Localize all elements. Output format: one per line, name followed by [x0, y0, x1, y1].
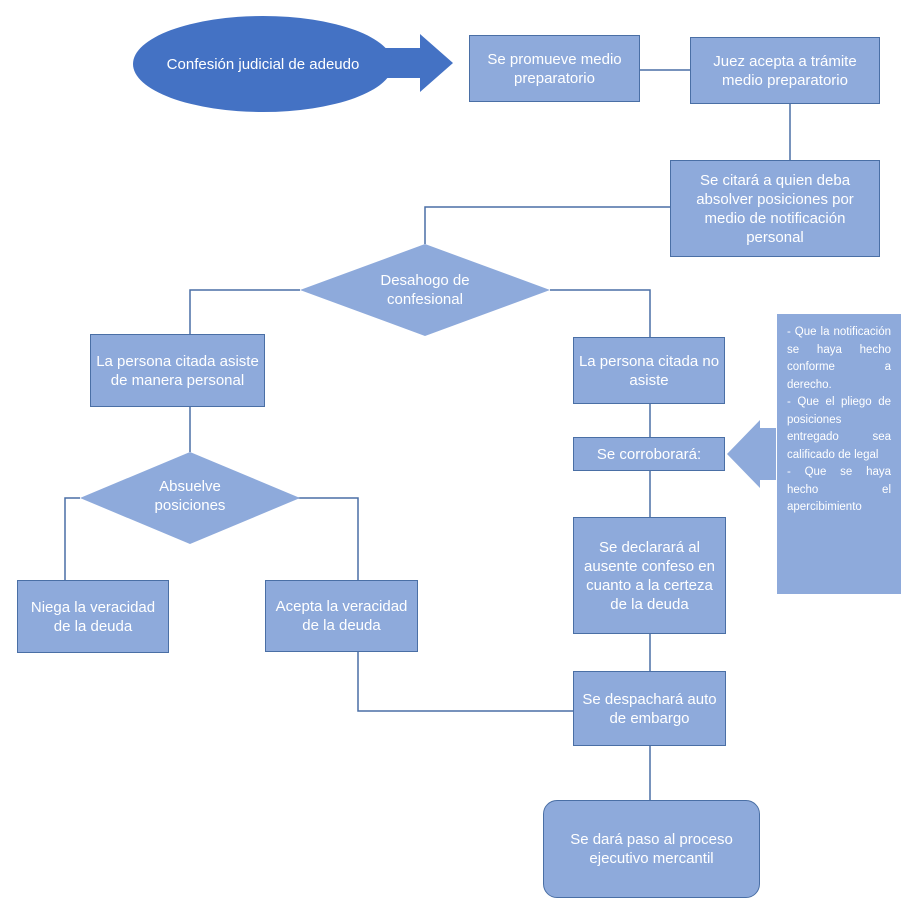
box-ejecutivo: Se dará paso al proceso ejecutivo mercan… [543, 800, 760, 898]
box-asiste-label: La persona citada asiste de manera perso… [96, 352, 259, 389]
box-ejecutivo-label: Se dará paso al proceso ejecutivo mercan… [570, 831, 733, 867]
box-declarara: Se declarará al ausente confeso en cuant… [573, 517, 726, 634]
box-promueve: Se promueve medio preparatorio [469, 35, 640, 102]
note-item: - Que el pliego de posiciones entregado … [787, 396, 891, 461]
box-niega: Niega la veracidad de la deuda [17, 580, 169, 653]
connector-acepta-despachara [357, 652, 573, 712]
box-citara-label: Se citará a quien deba absolver posicion… [696, 171, 854, 246]
connector-citara-desahogo [424, 206, 670, 244]
box-asiste: La persona citada asiste de manera perso… [90, 334, 265, 407]
box-juez-label: Juez acepta a trámite medio preparatorio [713, 52, 857, 89]
arrow-start-to-promueve [374, 34, 453, 92]
box-despachara: Se despachará auto de embargo [573, 671, 726, 746]
arrow-note-to-corroborara [727, 420, 776, 488]
start-label: Confesión judicial de adeudo [166, 55, 360, 73]
decision-desahogo [300, 244, 550, 336]
box-corroborara-label: Se corroborará: [596, 445, 702, 463]
box-citara: Se citará a quien deba absolver posicion… [670, 160, 880, 257]
box-declarara-label: Se declarará al ausente confeso en cuant… [584, 538, 715, 613]
note-item: - Que la notificación se haya hecho conf… [787, 326, 891, 391]
box-acepta-label: Acepta la veracidad de la deuda [275, 598, 408, 634]
box-corroborara: Se corroborará: [573, 437, 725, 471]
box-no-asiste-label: La persona citada no asiste [578, 352, 720, 389]
decision-desahogo-label: Desahogo de confesional [345, 266, 505, 314]
connector-absuelve-acepta [295, 497, 359, 580]
decision-absuelve [80, 452, 300, 544]
box-juez: Juez acepta a trámite medio preparatorio [690, 37, 880, 104]
box-niega-label: Niega la veracidad de la deuda [30, 598, 156, 635]
connector-desahogo-asiste [189, 289, 300, 334]
connector-desahogo-noasiste [550, 289, 651, 337]
box-despachara-label: Se despachará auto de embargo [582, 690, 717, 727]
decision-absuelve-label: Absuelve posiciones [130, 475, 250, 517]
box-promueve-label: Se promueve medio preparatorio [487, 50, 622, 87]
corroboration-note: - Que la notificación se haya hecho conf… [777, 314, 901, 594]
box-acepta: Acepta la veracidad de la deuda [265, 580, 418, 652]
connector-absuelve-niega [64, 497, 80, 580]
decision-desahogo-text: Desahogo de confesional [380, 272, 470, 308]
start-oval: Confesión judicial de adeudo [133, 16, 393, 112]
note-item: - Que se haya hecho el apercibimiento [787, 466, 891, 513]
box-no-asiste: La persona citada no asiste [573, 337, 725, 404]
decision-absuelve-text: Absuelve posiciones [154, 478, 226, 514]
